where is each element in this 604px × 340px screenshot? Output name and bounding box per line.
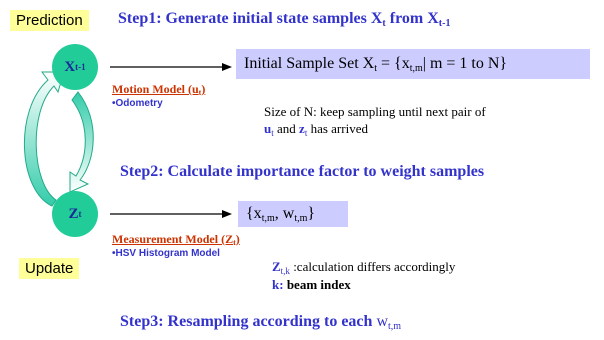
size-note-line1: Size of N: keep sampling until next pair… [264, 104, 486, 119]
initial-sample-set-box: Initial Sample Set Xt = {xt,m| m = 1 to … [236, 49, 590, 79]
step3-heading: Step3: Resampling according to each wt,m [120, 313, 402, 332]
step2-heading: Step2: Calculate importance factor to we… [120, 163, 485, 180]
step1-heading: Step1: Generate initial state samples Xt… [118, 10, 451, 29]
prediction-to-update-arrow [69, 91, 94, 193]
motion-model-odometry: •Odometry [112, 98, 163, 109]
size-note-line2: ut and zt has arrived [264, 121, 368, 138]
measurement-model-hsv: •HSV Histogram Model [112, 248, 220, 259]
update-to-prediction-arrow [23, 71, 65, 207]
calc-note-line1: Zt,k :calculation differs accordingly [272, 259, 456, 276]
motion-model-title: Motion Model (ut) [112, 82, 206, 97]
weighted-sample-set-box: {xt,m, wt,m} [238, 201, 348, 227]
motion-arrowhead [222, 63, 232, 71]
prediction-label: Prediction [10, 10, 89, 31]
update-label: Update [19, 258, 80, 279]
measurement-arrowhead [222, 210, 232, 218]
measurement-model-title: Measurement Model (Zt) [112, 232, 240, 247]
calc-note-line2: k: beam index [272, 277, 351, 292]
